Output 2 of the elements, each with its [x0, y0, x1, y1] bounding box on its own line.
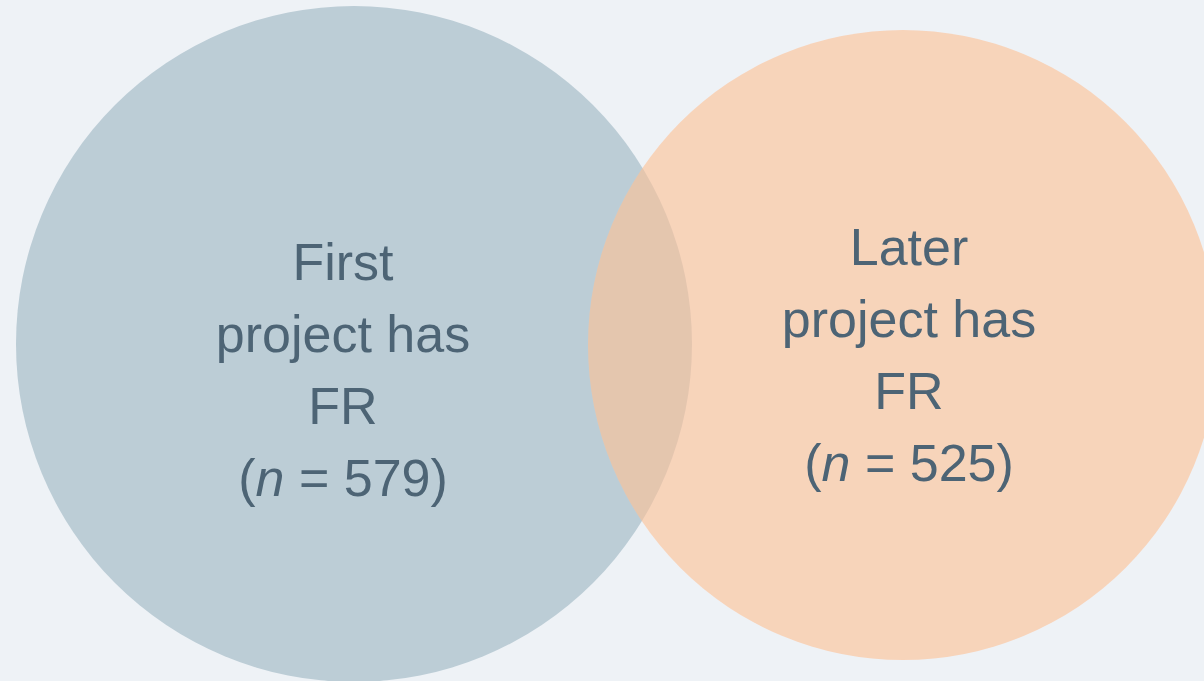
circle-label: (n = 579): [237, 448, 449, 509]
circle-label: (n = 525): [803, 433, 1015, 494]
